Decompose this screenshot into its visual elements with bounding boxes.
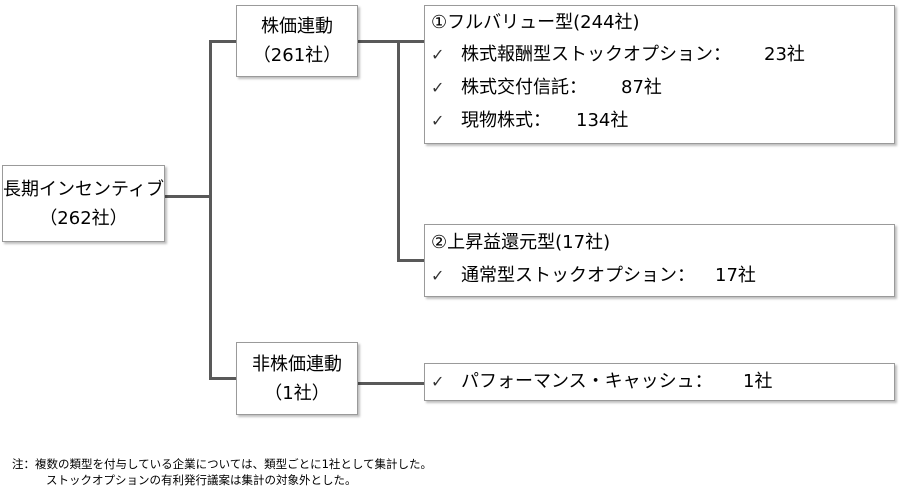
- footnote-line-2: ストックオプションの有利発行議案は集計の対象外とした。: [46, 473, 357, 487]
- root-node-long-term-incentive: 長期インセンティブ （262社）: [2, 165, 165, 242]
- list-item: ✓ パフォーマンス・キャッシュ： 1社: [431, 370, 772, 394]
- check-icon: ✓: [431, 78, 445, 97]
- check-icon: ✓: [431, 372, 445, 391]
- stock-linked-title: 株価連動: [261, 16, 333, 37]
- list-item: ✓ 現物株式： 134社: [431, 109, 894, 133]
- non-stock-linked-title: 非株価連動: [252, 353, 342, 375]
- item-label: 通常型ストックオプション：: [461, 265, 695, 286]
- connector-stock-out: [357, 40, 400, 43]
- check-icon: ✓: [431, 45, 445, 64]
- node-non-stock-linked: 非株価連動 （1社）: [236, 342, 358, 415]
- root-node-title: 長期インセンティブ: [3, 178, 164, 200]
- check-icon: ✓: [431, 111, 445, 130]
- non-stock-linked-count: （1社）: [264, 382, 330, 404]
- connector-trunk-vertical: [209, 40, 212, 379]
- appreciation-title: ②上昇益還元型(17社): [431, 232, 611, 253]
- stock-linked-count: （261社）: [252, 45, 342, 66]
- connector-trunk-to-nonstock: [209, 377, 237, 380]
- node-performance-cash: ✓ パフォーマンス・キャッシュ： 1社: [424, 363, 895, 401]
- node-full-value: ①フルバリュー型(244社) ✓ 株式報酬型ストックオプション： 23社 ✓ 株…: [424, 5, 895, 144]
- item-count: 23社: [764, 44, 805, 65]
- list-item: ✓ 株式交付信託： 87社: [431, 76, 894, 100]
- item-label: 株式交付信託：: [461, 77, 587, 98]
- node-stock-linked: 株価連動 （261社）: [236, 5, 358, 77]
- list-item: ✓ 株式報酬型ストックオプション： 23社: [431, 43, 894, 67]
- item-count: 17社: [715, 265, 756, 286]
- connector-stock-vertical: [397, 40, 400, 262]
- connector-to-fullvalue: [397, 40, 425, 43]
- connector-trunk-to-stock: [209, 40, 237, 43]
- item-label: 株式報酬型ストックオプション：: [461, 44, 731, 65]
- full-value-title: ①フルバリュー型(244社): [431, 12, 640, 33]
- item-count: 87社: [621, 77, 662, 98]
- item-count: 1社: [743, 371, 773, 392]
- footnote-line-1: 注：複数の類型を付与している企業については、類型ごとに1社として集計した。: [12, 457, 433, 471]
- item-count: 134社: [576, 110, 629, 131]
- connector-nonstock-to-cash: [357, 382, 425, 385]
- node-appreciation: ②上昇益還元型(17社) ✓ 通常型ストックオプション： 17社: [424, 224, 895, 297]
- connector-to-appreciation: [397, 259, 425, 262]
- check-icon: ✓: [431, 266, 445, 285]
- item-label: 現物株式：: [461, 110, 551, 131]
- connector-root-to-trunk: [164, 195, 212, 198]
- item-label: パフォーマンス・キャッシュ：: [461, 371, 713, 392]
- list-item: ✓ 通常型ストックオプション： 17社: [431, 264, 894, 288]
- root-node-count: （262社）: [39, 207, 128, 229]
